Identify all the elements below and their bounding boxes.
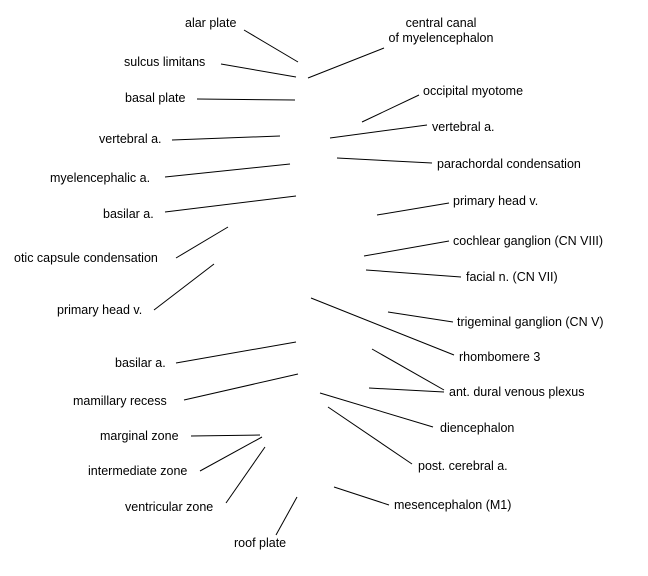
leader-ant-dural-2 bbox=[368, 387, 445, 393]
leader-rhombomere-3 bbox=[310, 297, 455, 356]
leader-roof-plate bbox=[275, 496, 298, 536]
leader-mesencephalon bbox=[333, 486, 390, 506]
label-mamillary-recess: mamillary recess bbox=[73, 394, 167, 408]
leader-primary-head-v-right bbox=[376, 202, 450, 216]
leader-basal-plate bbox=[196, 98, 296, 101]
leader-ant-dural-1 bbox=[371, 348, 445, 391]
label-rhombomere-3: rhombomere 3 bbox=[459, 350, 541, 364]
label-vertebral-a-right: vertebral a. bbox=[432, 120, 495, 134]
leader-facial-n bbox=[365, 269, 462, 278]
label-facial-n: facial n. (CN VII) bbox=[466, 270, 558, 284]
label-intermediate-zone: intermediate zone bbox=[88, 464, 188, 478]
label-mesencephalon: mesencephalon (M1) bbox=[394, 498, 512, 512]
leader-basilar-a-upper bbox=[164, 195, 297, 213]
label-post-cerebral-a: post. cerebral a. bbox=[418, 459, 508, 473]
label-marginal-zone: marginal zone bbox=[100, 429, 179, 443]
leader-vertebral-a-right bbox=[329, 124, 428, 139]
label-sulcus-limitans: sulcus limitans bbox=[124, 55, 206, 69]
label-ventricular-zone: ventricular zone bbox=[125, 500, 214, 514]
label-myelencephalic-a: myelencephalic a. bbox=[50, 171, 151, 185]
label-occipital-myotome: occipital myotome bbox=[423, 84, 524, 98]
label-primary-head-v-right: primary head v. bbox=[453, 194, 539, 208]
label-alar-plate: alar plate bbox=[185, 16, 237, 30]
label-trigeminal-ganglion: trigeminal ganglion (CN V) bbox=[457, 315, 604, 329]
leader-occipital-myotome bbox=[361, 94, 420, 123]
label-cochlear-ganglion: cochlear ganglion (CN VIII) bbox=[453, 234, 604, 248]
leader-marginal-zone bbox=[190, 434, 261, 437]
leader-central-canal bbox=[307, 47, 385, 79]
leader-sulcus-limitans bbox=[220, 63, 297, 78]
leader-mamillary-recess bbox=[183, 373, 299, 401]
label-central-canal-line1: central canal bbox=[405, 16, 477, 30]
label-roof-plate: roof plate bbox=[234, 536, 287, 550]
leader-intermediate-zone bbox=[199, 436, 263, 472]
label-ant-dural-venous-plexus: ant. dural venous plexus bbox=[449, 385, 585, 399]
leader-vertebral-a-left bbox=[171, 135, 281, 141]
label-central-canal-line2: of myelencephalon bbox=[388, 31, 494, 45]
leader-cochlear-ganglion bbox=[363, 240, 450, 257]
leader-diencephalon bbox=[319, 392, 434, 428]
leader-alar-plate bbox=[243, 29, 299, 63]
label-otic-capsule-condensation: otic capsule condensation bbox=[14, 251, 158, 265]
label-primary-head-v-left: primary head v. bbox=[57, 303, 143, 317]
label-vertebral-a-left: vertebral a. bbox=[99, 132, 162, 146]
label-basilar-a-upper: basilar a. bbox=[103, 207, 154, 221]
leader-myelencephalic-a bbox=[164, 163, 291, 178]
leader-otic-capsule bbox=[175, 226, 229, 259]
label-parachordal-condensation: parachordal condensation bbox=[437, 157, 581, 171]
leader-primary-head-v-left bbox=[153, 263, 215, 311]
label-basal-plate: basal plate bbox=[125, 91, 186, 105]
leader-basilar-a-lower bbox=[175, 341, 297, 364]
leader-post-cerebral-a bbox=[327, 406, 413, 465]
label-basilar-a-lower: basilar a. bbox=[115, 356, 166, 370]
leader-parachordal-condensation bbox=[336, 157, 433, 164]
leader-trigeminal-ganglion bbox=[387, 311, 454, 323]
label-diencephalon: diencephalon bbox=[440, 421, 515, 435]
label-central-canal: central canal of myelencephalon bbox=[375, 16, 507, 46]
leader-ventricular-zone bbox=[225, 446, 266, 504]
